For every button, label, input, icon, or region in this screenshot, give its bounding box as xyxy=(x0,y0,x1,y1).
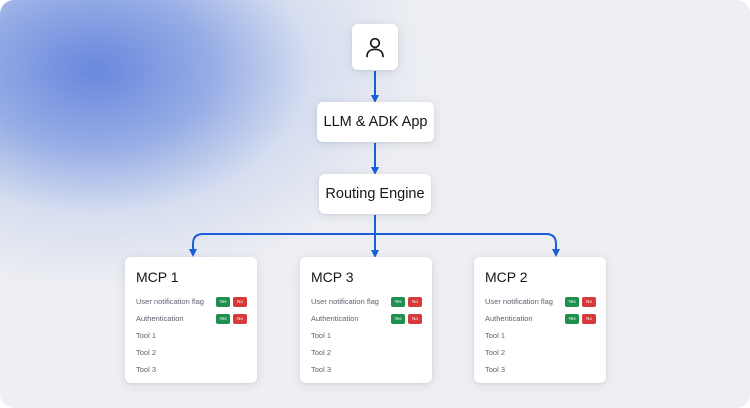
yes-button[interactable]: Yes xyxy=(216,313,230,324)
flag-row: User notification flag Yes No xyxy=(485,296,596,307)
yes-button[interactable]: Yes xyxy=(391,296,405,307)
mcp-card: MCP 1 User notification flag Yes No Auth… xyxy=(125,257,257,383)
flag-row: User notification flag Yes No xyxy=(311,296,422,307)
llm-app-node: LLM & ADK App xyxy=(317,102,434,142)
person-icon xyxy=(366,37,384,58)
yes-button[interactable]: Yes xyxy=(216,296,230,307)
no-button[interactable]: No xyxy=(233,313,247,324)
routing-engine-node: Routing Engine xyxy=(319,174,431,214)
tool-item: Tool 3 xyxy=(485,365,506,374)
mcp-card: MCP 3 User notification flag Yes No Auth… xyxy=(300,257,432,383)
tool-item: Tool 1 xyxy=(311,331,332,340)
mcp-title: MCP 2 xyxy=(485,269,528,285)
tool-item: Tool 2 xyxy=(311,348,332,357)
routing-engine-label: Routing Engine xyxy=(325,186,425,202)
mcp-title: MCP 3 xyxy=(311,269,354,285)
tool-item: Tool 3 xyxy=(136,365,157,374)
flag-label: Authentication xyxy=(136,314,184,323)
flag-label: Authentication xyxy=(485,314,533,323)
yes-button[interactable]: Yes xyxy=(565,313,579,324)
mcp-title: MCP 1 xyxy=(136,269,179,285)
flag-label: User notification flag xyxy=(311,297,379,306)
tool-item: Tool 1 xyxy=(136,331,157,340)
flag-row: Authentication Yes No xyxy=(311,313,422,324)
yes-button[interactable]: Yes xyxy=(565,296,579,307)
tool-item: Tool 3 xyxy=(311,365,332,374)
tool-item: Tool 1 xyxy=(485,331,506,340)
tool-item: Tool 2 xyxy=(136,348,157,357)
no-button[interactable]: No xyxy=(408,296,422,307)
flag-label: User notification flag xyxy=(485,297,553,306)
flag-label: User notification flag xyxy=(136,297,204,306)
user-node xyxy=(352,24,398,70)
flag-row: Authentication Yes No xyxy=(136,313,247,324)
tool-item: Tool 2 xyxy=(485,348,506,357)
no-button[interactable]: No xyxy=(233,296,247,307)
no-button[interactable]: No xyxy=(582,296,596,307)
flag-row: Authentication Yes No xyxy=(485,313,596,324)
arrow-routing-to-mcp1 xyxy=(189,233,375,257)
no-button[interactable]: No xyxy=(408,313,422,324)
no-button[interactable]: No xyxy=(582,313,596,324)
flag-row: User notification flag Yes No xyxy=(136,296,247,307)
mcp-card: MCP 2 User notification flag Yes No Auth… xyxy=(474,257,606,383)
llm-app-label: LLM & ADK App xyxy=(323,114,428,130)
yes-button[interactable]: Yes xyxy=(391,313,405,324)
arrow-routing-to-mcp2 xyxy=(375,233,560,257)
flag-label: Authentication xyxy=(311,314,359,323)
